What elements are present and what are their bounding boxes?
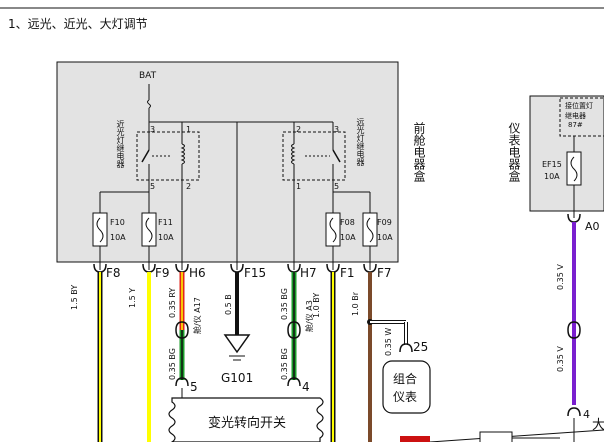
wire-code-f9: 1.5 Y [128, 287, 137, 308]
bat-label: BAT [139, 71, 157, 81]
wire-code-f7: 1.0 Br [351, 291, 360, 316]
right-edge-label: 大 [592, 418, 604, 433]
fuse-f08-name: F08 [340, 218, 355, 227]
page-title: 1、远光、近光、大灯调节 [8, 17, 148, 31]
fuse-f08 [325, 212, 341, 247]
low-beam-relay-coil [180, 143, 185, 165]
wire-code-h7-bot: 0.35 BG [280, 348, 289, 380]
fuse-f10-name: F10 [110, 218, 125, 227]
connector-5-hook [175, 377, 189, 387]
fuse-f09 [362, 212, 378, 247]
high-beam-relay-label: 远光灯继电器 [356, 118, 365, 166]
fuse-f10-rating: 10A [110, 233, 126, 242]
wire-code-f1: 1.0 BY [312, 292, 321, 318]
fuse-f10 [92, 212, 108, 247]
cluster-label-2: 仪表 [393, 390, 418, 404]
connector-f15: F15 [244, 266, 267, 280]
ground-symbol [223, 334, 251, 354]
connector-4: 4 [302, 380, 310, 394]
fuse-f09-name: F09 [377, 218, 392, 227]
wire-code-h6-bot: 0.35 BG [168, 348, 177, 380]
low-beam-relay-frame [136, 131, 200, 181]
switch-label: 变光转向开关 [208, 416, 287, 431]
connector-h7: H7 [300, 266, 317, 280]
fuse-ef15-rating: 10A [544, 172, 560, 181]
ground-label: G101 [221, 371, 254, 385]
instrument-cluster-box [382, 360, 431, 414]
high-beam-relay-frame [282, 131, 346, 181]
instrument-box-label: 仪表电器盒 [507, 122, 521, 182]
connector-f9: F9 [155, 266, 170, 280]
wire-code-h6-top: 0.35 RY [168, 287, 177, 318]
connector-f7: F7 [377, 266, 392, 280]
fuse-f11-name: F11 [158, 218, 173, 227]
bat-break [147, 99, 151, 109]
fuse-ef15 [566, 151, 582, 186]
high-beam-relay-switch [332, 149, 341, 163]
fuse-f08-rating: 10A [340, 233, 356, 242]
front-fuse-box [56, 61, 399, 263]
wire-code-purple-bot: 0.35 V [556, 346, 565, 372]
high-beam-relay-coil [291, 143, 296, 165]
wire-code-purple-top: 0.35 V [556, 264, 565, 290]
connector-f1: F1 [340, 266, 355, 280]
front-box-label: 前舱电器盒 [412, 122, 426, 182]
connector-25: 25 [413, 340, 429, 354]
connector-4-hook [287, 377, 301, 387]
connector-4-right-hook [567, 407, 581, 417]
wire-code-h7-top: 0.35 BG [280, 288, 289, 320]
connector-5: 5 [190, 380, 198, 394]
low-beam-relay-label: 近光灯继电器 [116, 120, 125, 168]
fuse-f11 [141, 212, 157, 247]
fuse-f09-rating: 10A [377, 233, 393, 242]
red-connector [400, 436, 430, 442]
front-connector-hooks [93, 263, 377, 273]
wire-code-cluster: 0.35 W [384, 327, 393, 356]
low-beam-relay-switch [141, 149, 150, 163]
fuse-f11-rating: 10A [158, 233, 174, 242]
connector-a0: A0 [585, 220, 600, 233]
connector-h6: H6 [189, 266, 206, 280]
wire-code-f15: 0.5 B [224, 294, 233, 315]
connector-25-hook [399, 343, 413, 353]
connector-f8: F8 [106, 266, 121, 280]
connector-4-right: 4 [583, 408, 590, 421]
wire-code-h6-sub: 舱/仪 A17 [193, 297, 202, 334]
fuse-ef15-name: EF15 [542, 160, 562, 169]
cluster-label-1: 组合 [393, 372, 418, 386]
wire-code-f8: 1.5 BY [70, 284, 79, 310]
dimmer-switch-box [168, 397, 324, 442]
